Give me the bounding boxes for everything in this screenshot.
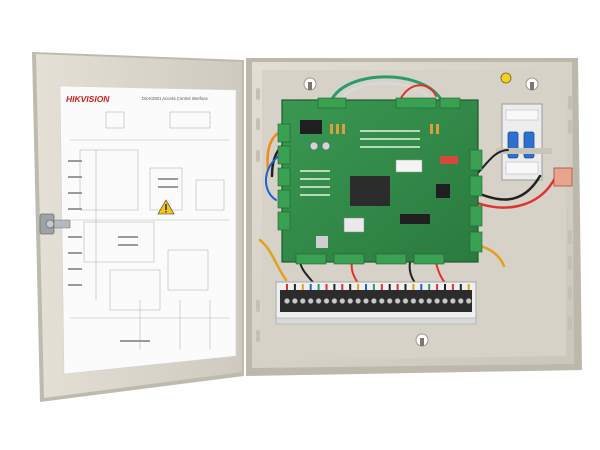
terminal-wire: [325, 284, 328, 290]
door-latch: [39, 213, 71, 235]
brand-logo: HIKVISION: [66, 94, 110, 104]
breaker-handle: [507, 131, 519, 159]
terminal-wire: [428, 284, 431, 290]
terminal-screw: [363, 298, 369, 304]
mounting-hole: [303, 77, 539, 347]
terminal-screw: [307, 298, 314, 304]
terminal-wire: [380, 284, 383, 290]
terminal-screw: [426, 298, 433, 304]
terminal-screw: [315, 298, 322, 304]
terminal-wire: [349, 284, 352, 290]
terminal-wire: [451, 284, 454, 290]
terminal-wire: [388, 284, 391, 290]
terminal-wire: [341, 284, 344, 290]
terminal-screw: [434, 298, 440, 304]
terminal-screw: [450, 298, 456, 304]
serial-sticker: [395, 159, 423, 173]
terminal-wire: [412, 284, 415, 290]
terminal-screw: [284, 298, 290, 304]
label-title: DS-K2601 Access Control Interface: [142, 96, 209, 101]
terminal-screw: [386, 298, 393, 304]
top-terminal-block: [317, 97, 461, 109]
terminal-screw: [418, 298, 425, 304]
terminal-strip: [275, 281, 477, 325]
terminal-screw: [299, 298, 306, 304]
terminal-screw: [292, 298, 298, 304]
ground-sticker: [500, 72, 512, 84]
wiring-diagram-label: [59, 85, 237, 375]
terminal-screw: [323, 298, 330, 304]
terminal-screw: [442, 298, 448, 304]
bottom-terminal-block: [295, 253, 445, 265]
dip-switch: [440, 156, 458, 164]
terminal-wire: [459, 284, 462, 290]
terminal-wire: [404, 284, 407, 290]
terminal-screw: [347, 298, 354, 304]
diagram-lines: [70, 111, 230, 350]
terminal-screw: [378, 298, 385, 304]
power-feed-connector: [553, 167, 573, 187]
circuit-breaker: [496, 103, 552, 181]
terminal-wire: [301, 284, 304, 290]
controller-pcb: [277, 97, 483, 265]
terminal-screw: [402, 298, 409, 304]
terminal-screw: [339, 298, 346, 304]
terminal-wire: [372, 284, 375, 290]
terminal-screw: [355, 298, 361, 304]
terminal-screw: [394, 298, 401, 304]
terminal-wire: [396, 284, 399, 290]
terminal-wire: [333, 284, 336, 290]
enclosure-door: HIKVISION DS-K2601 Access Control Interf…: [32, 52, 244, 402]
terminal-wire: [357, 284, 360, 290]
terminal-screw: [331, 298, 338, 304]
terminal-screw: [410, 298, 417, 304]
right-terminal-block: [469, 149, 483, 253]
terminal-wire: [420, 284, 423, 290]
left-terminal-block: [277, 123, 291, 231]
terminal-screw: [457, 298, 464, 304]
terminal-wire: [436, 284, 439, 290]
terminal-wire: [467, 284, 470, 290]
terminal-wire: [317, 284, 320, 290]
terminal-wire: [309, 284, 312, 290]
terminal-wire: [444, 284, 446, 290]
terminal-screw: [371, 298, 377, 304]
terminal-wire: [293, 284, 296, 290]
terminal-screw: [465, 298, 472, 304]
terminal-wire: [365, 284, 367, 290]
main-chip: [350, 176, 390, 206]
terminal-wire: [286, 284, 288, 290]
